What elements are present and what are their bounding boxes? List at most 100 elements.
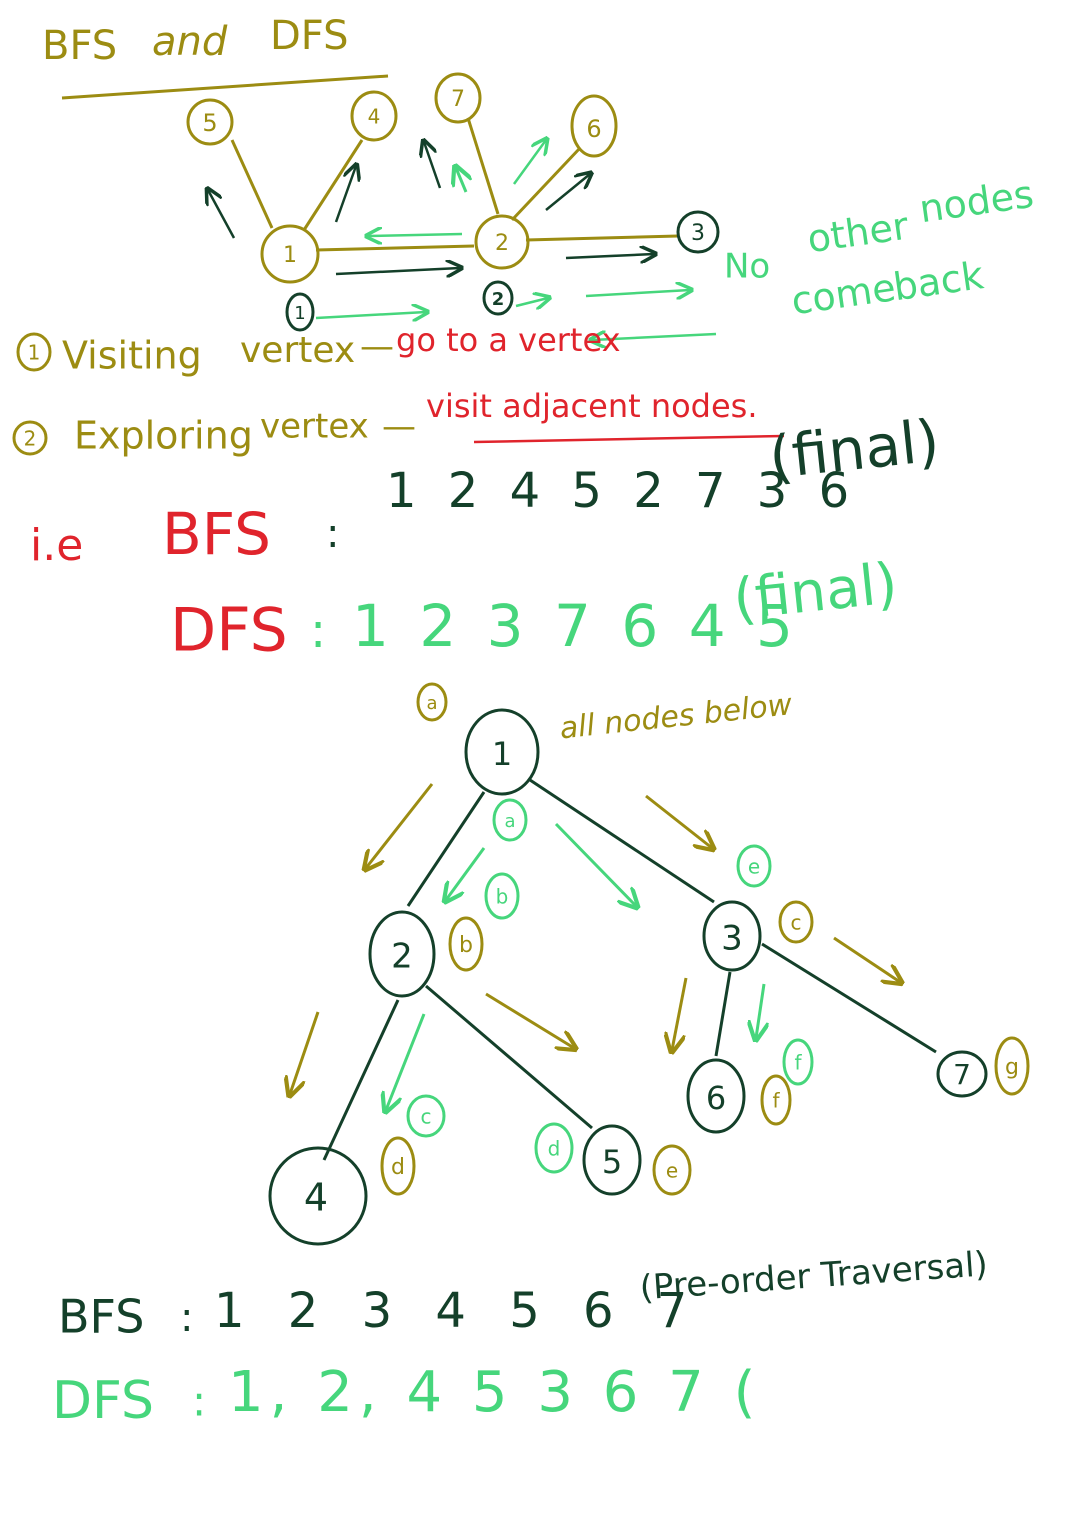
svg-text:b: b	[496, 885, 509, 909]
olive-tag-d: d	[380, 1136, 416, 1196]
graph1-node-6: 6	[570, 94, 618, 158]
tree-edge-1-2	[406, 791, 486, 907]
title-underline	[61, 74, 389, 100]
svg-text:2: 2	[492, 289, 505, 310]
dfs1-sequence: 1 2 3 7 6 4 5	[352, 592, 799, 660]
title-bfs: BFS	[42, 23, 117, 69]
olive-tag-e: e	[652, 1144, 692, 1196]
svg-text:e: e	[666, 1159, 678, 1183]
svg-text:5: 5	[602, 1143, 622, 1181]
svg-text:f: f	[794, 1051, 802, 1075]
tree-node-5: 5	[582, 1124, 642, 1196]
green-arrow-3-to-6	[756, 983, 764, 1038]
tree-node-4: 4	[268, 1146, 368, 1246]
bfs2-sequence: 1 2 3 4 5 6 7	[214, 1283, 701, 1339]
olive-arrow-2-to-5	[485, 992, 574, 1048]
edge-2-3	[525, 234, 679, 242]
graph1-node-3: 3	[676, 210, 720, 254]
graph1-marker-2: 2	[482, 280, 514, 316]
desc-go-to-vertex: go to a vertex	[396, 321, 621, 359]
svg-text:other: other	[805, 204, 912, 262]
graph1-marker-1: 1	[285, 292, 315, 332]
svg-text:1: 1	[28, 341, 41, 365]
svg-text:e: e	[748, 855, 760, 879]
svg-text:—: —	[360, 327, 394, 367]
edge-1-2	[315, 244, 475, 252]
definition-exploring: 2 Exploring vertex — visit adjacent node…	[12, 387, 785, 458]
edge-2-6	[510, 146, 582, 222]
green-arrow-1-to-3	[554, 822, 636, 906]
olive-arrow-1-to-2	[366, 783, 434, 868]
edge-1-5	[230, 139, 274, 229]
tree: a all nodes below 1 2 3 4 5	[268, 682, 1030, 1246]
svg-text:4: 4	[368, 105, 381, 129]
graph1-node-4: 4	[350, 90, 398, 142]
bfs1-label: BFS	[162, 500, 271, 568]
green-tag-e: e	[736, 844, 772, 888]
edge-1-4	[302, 139, 364, 231]
results-one: i.e BFS : 1 2 4 5 2 7 3 6 (final) DFS : …	[30, 407, 942, 666]
olive-tag-b: b	[448, 916, 484, 972]
term-visiting: Visiting	[62, 334, 202, 378]
svg-text:d: d	[548, 1137, 561, 1161]
svg-text:come: come	[789, 265, 899, 323]
term-exploring: Exploring	[74, 414, 253, 458]
tree-node-6: 6	[686, 1058, 746, 1134]
arrow-green-to-6	[512, 140, 546, 185]
tree-node-1: 1	[464, 708, 540, 796]
svg-text:g: g	[1005, 1055, 1019, 1080]
svg-text:6: 6	[586, 115, 601, 143]
olive-arrow-3-to-7	[833, 936, 900, 982]
term-vertex-2: vertex	[260, 407, 369, 447]
svg-text:2: 2	[495, 231, 509, 256]
title-dfs: DFS	[270, 13, 349, 59]
arrow-dark-to-5	[208, 190, 236, 239]
svg-text::: :	[326, 511, 339, 557]
olive-arrow-2-to-4	[290, 1011, 320, 1094]
svg-text::: :	[310, 603, 326, 659]
tree-node-3: 3	[702, 900, 762, 972]
term-vertex-1: vertex	[240, 330, 355, 371]
svg-text::: :	[180, 1295, 193, 1341]
graph1-note: No other nodes come back	[724, 172, 1036, 324]
svg-text:2: 2	[24, 427, 37, 451]
edge-2-7	[466, 117, 500, 215]
svg-text:b: b	[459, 933, 473, 958]
svg-text:7: 7	[451, 87, 465, 112]
arrow-dark-2-to-3	[565, 254, 654, 258]
svg-text:4: 4	[304, 1176, 328, 1220]
svg-text:5: 5	[202, 109, 217, 137]
svg-text:a: a	[426, 693, 437, 714]
tree-edge-1-3	[529, 778, 715, 904]
svg-text:1: 1	[492, 735, 512, 773]
bfs1-sequence: 1 2 4 5 2 7 3 6	[386, 463, 857, 519]
svg-text:c: c	[421, 1105, 432, 1129]
svg-text:—: —	[382, 407, 416, 447]
arrow-dark-1-to-2	[335, 268, 460, 274]
dfs2-sequence: 1, 2, 4 5 3 6 7 (	[228, 1360, 761, 1425]
arrow-green-forward	[585, 290, 690, 296]
tree-edge-3-6	[714, 971, 732, 1057]
green-tag-a: a	[492, 798, 528, 842]
tree-edge-2-5	[425, 984, 593, 1130]
svg-text:7: 7	[953, 1058, 971, 1091]
tree-edge-3-7	[761, 942, 937, 1054]
svg-text:f: f	[772, 1089, 780, 1113]
title-and: and	[152, 19, 228, 65]
tree-node-2: 2	[368, 910, 436, 998]
svg-text:c: c	[791, 911, 802, 935]
svg-text:No: No	[724, 247, 770, 287]
green-tag-d: d	[534, 1122, 574, 1174]
graph1-node-1: 1	[260, 224, 320, 284]
svg-text:3: 3	[691, 221, 705, 246]
tree-node-7: 7	[936, 1050, 988, 1098]
green-arrow-2-to-4	[386, 1013, 426, 1110]
dfs2-label: DFS	[52, 1371, 154, 1431]
arrow-green-back	[592, 334, 717, 340]
graph-one: 5 4 7 6 1 2 3	[186, 72, 1036, 340]
graph1-node-5: 5	[186, 98, 234, 146]
arrow-green-1-to-2	[315, 312, 426, 318]
tree-top-tag: a	[416, 682, 448, 722]
svg-text:back: back	[891, 253, 987, 309]
